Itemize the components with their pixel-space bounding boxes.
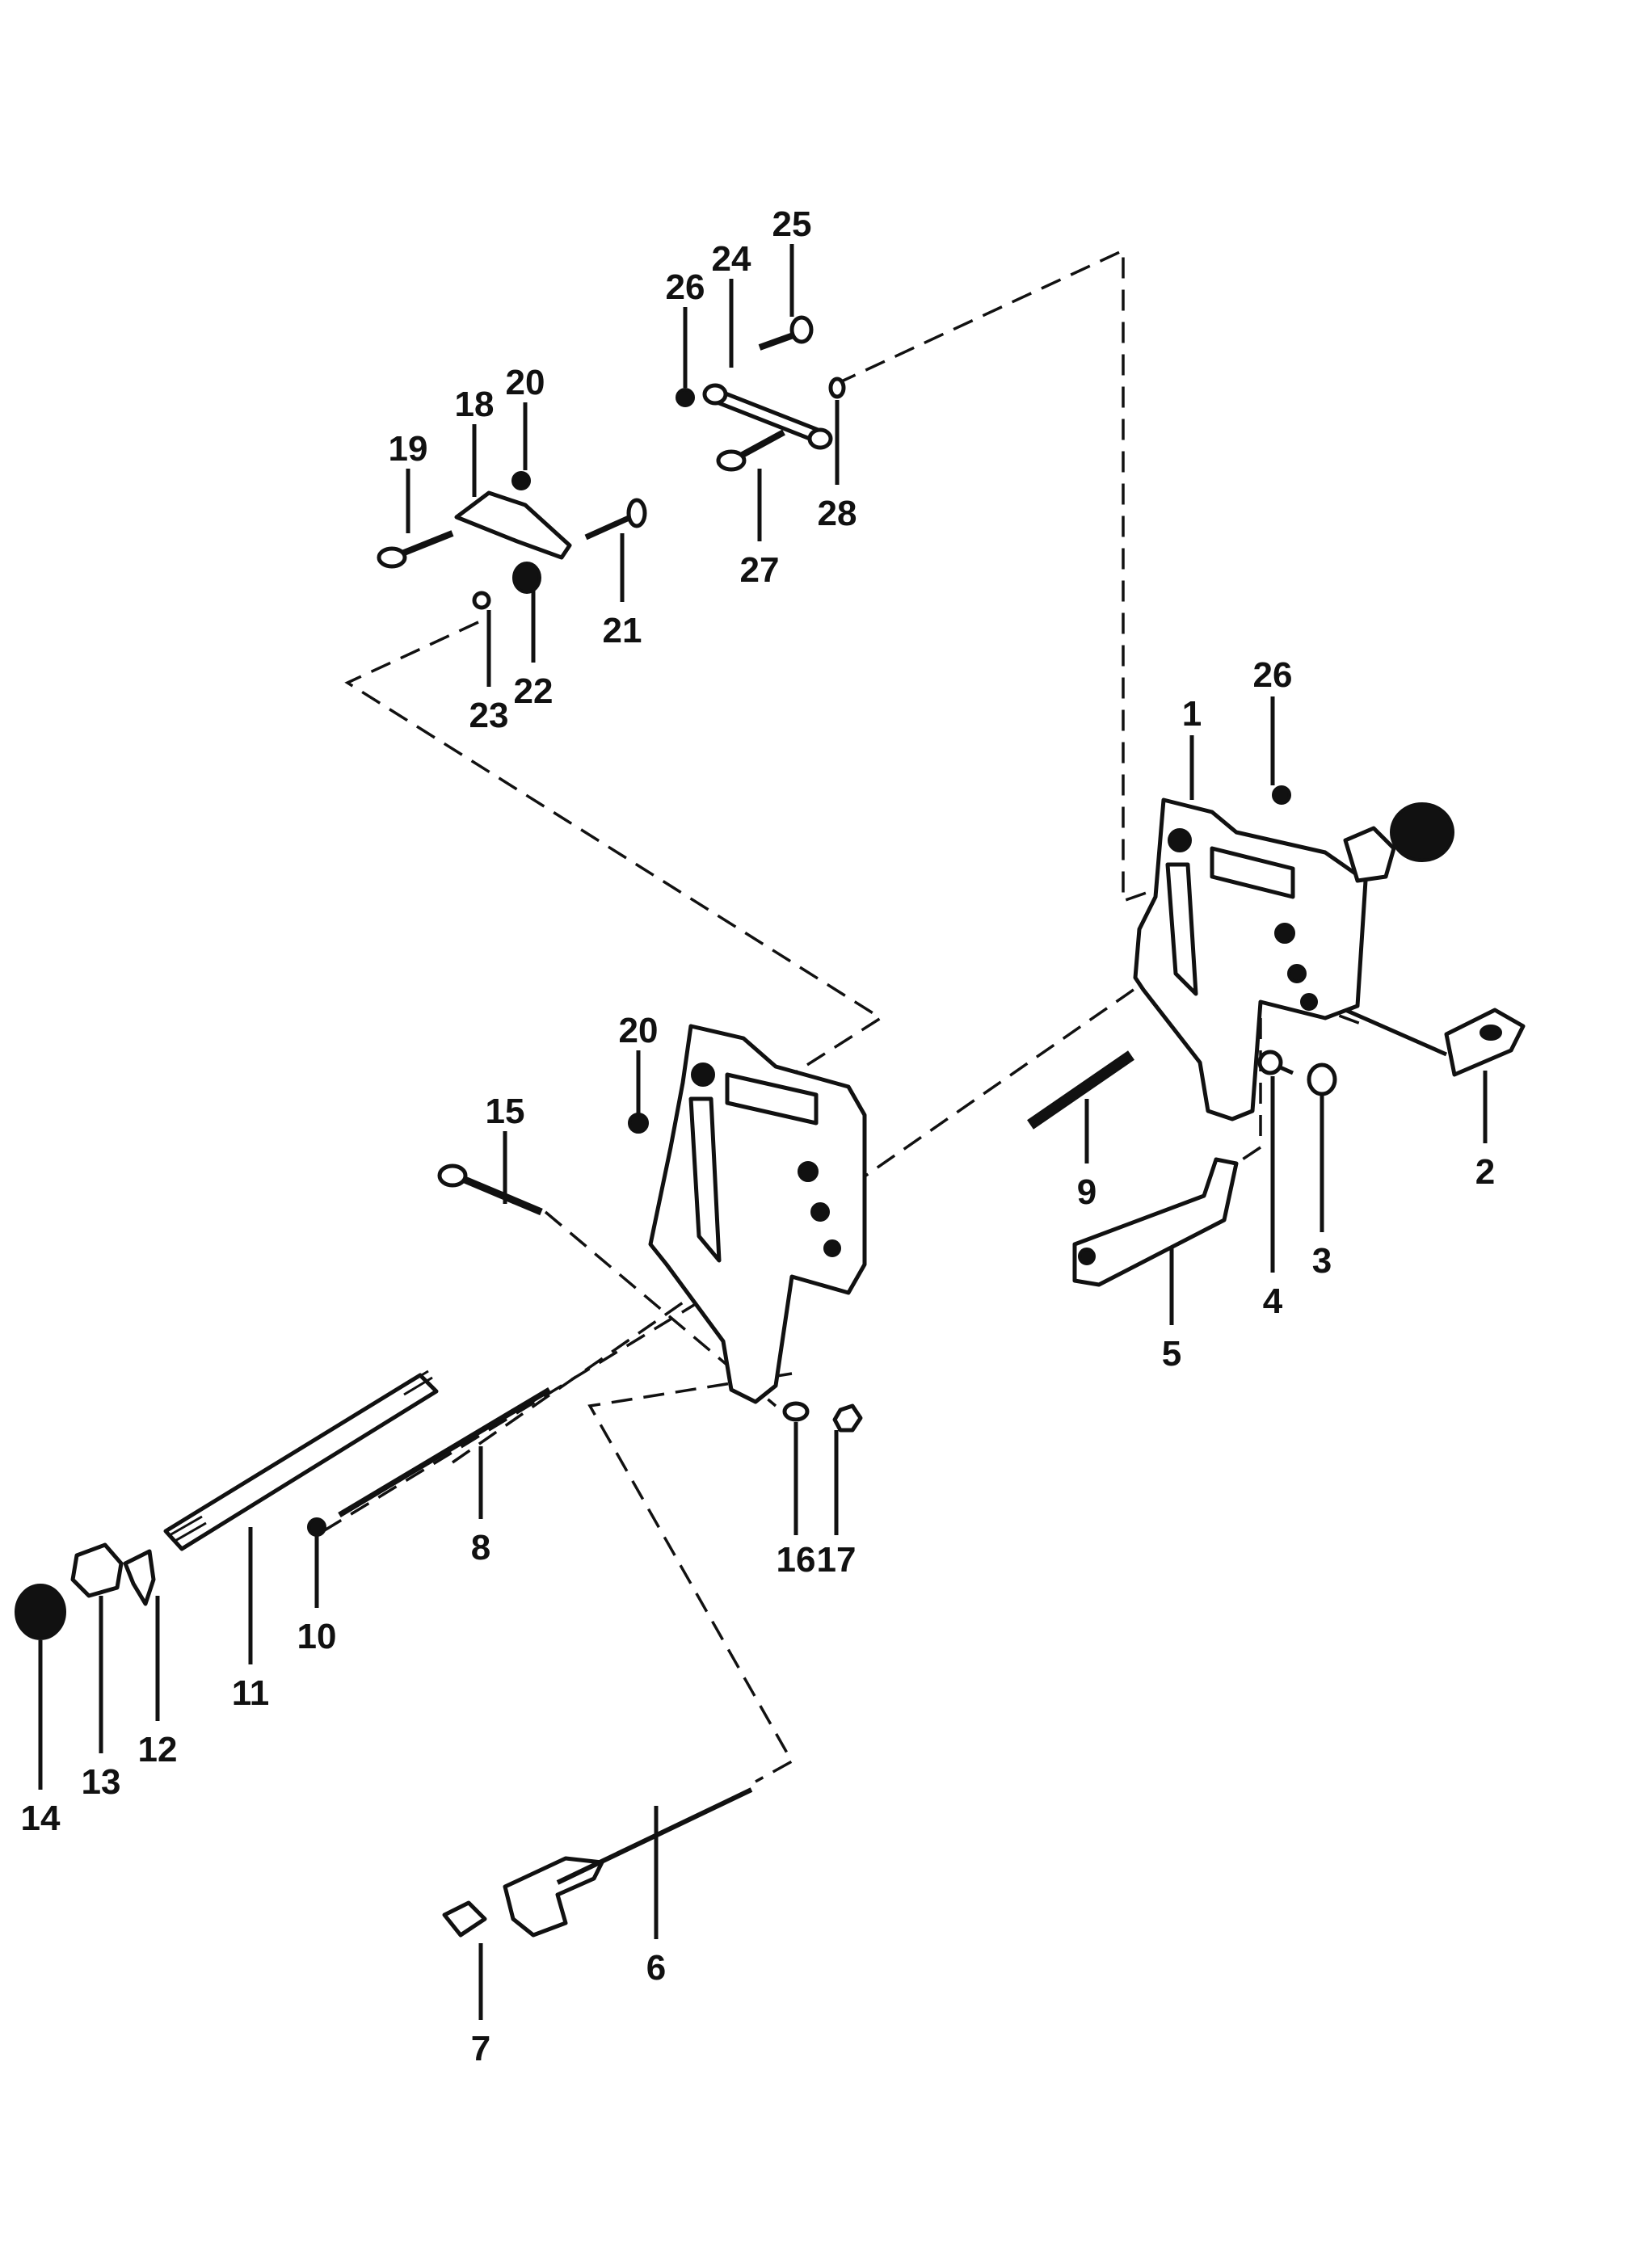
callout-16: 16 bbox=[777, 1540, 816, 1580]
end-hardware bbox=[15, 1542, 156, 1640]
callout-6: 6 bbox=[646, 1948, 666, 1988]
nut-17 bbox=[832, 1403, 863, 1433]
callout-20-upper: 20 bbox=[506, 363, 545, 402]
callout-25: 25 bbox=[772, 204, 812, 244]
washer-28 bbox=[828, 377, 846, 399]
carriage-bolt-25 bbox=[758, 315, 814, 351]
callout-10: 10 bbox=[297, 1617, 337, 1656]
transom-bracket-left bbox=[648, 1024, 867, 1404]
nut-10 bbox=[307, 1517, 326, 1537]
callout-20-lower: 20 bbox=[619, 1011, 659, 1050]
washer-3 bbox=[1307, 1062, 1337, 1096]
nut-26-upper bbox=[676, 388, 695, 407]
tilt-lever bbox=[503, 1787, 753, 1938]
tilt-tube bbox=[163, 1370, 439, 1551]
callout-leaders bbox=[38, 244, 1488, 2020]
callout-26-right: 26 bbox=[1253, 655, 1293, 695]
callout-22: 22 bbox=[514, 671, 554, 711]
callout-2: 2 bbox=[1475, 1152, 1495, 1192]
callout-4: 4 bbox=[1263, 1281, 1283, 1321]
callout-15: 15 bbox=[486, 1092, 525, 1131]
pin-9 bbox=[1027, 1050, 1134, 1130]
lever-clip-7 bbox=[442, 1900, 487, 1938]
callout-27: 27 bbox=[740, 550, 780, 590]
carriage-bolt-15 bbox=[437, 1163, 543, 1216]
bracket-knob bbox=[1343, 802, 1454, 883]
tie-rod-8 bbox=[338, 1386, 551, 1518]
callout-12: 12 bbox=[138, 1730, 178, 1769]
bolt-4 bbox=[1257, 1050, 1294, 1075]
callout-23: 23 bbox=[469, 696, 509, 735]
callout-8: 8 bbox=[471, 1528, 490, 1567]
callout-26-upper: 26 bbox=[666, 267, 705, 307]
callout-18: 18 bbox=[455, 385, 495, 424]
callout-17: 17 bbox=[817, 1540, 857, 1580]
callout-7: 7 bbox=[471, 2029, 490, 2068]
nut-22 bbox=[512, 562, 541, 594]
nut-20-upper bbox=[511, 471, 531, 490]
carriage-bolt-27 bbox=[716, 429, 785, 472]
callout-labels: 1 26 2 3 4 5 9 15 20 16 17 8 10 11 12 13… bbox=[21, 204, 1496, 2068]
callout-3: 3 bbox=[1312, 1241, 1332, 1281]
callout-28: 28 bbox=[818, 494, 857, 533]
carriage-bolt-21 bbox=[584, 498, 647, 541]
callout-1: 1 bbox=[1182, 694, 1202, 734]
callout-24: 24 bbox=[712, 239, 751, 279]
callout-9: 9 bbox=[1077, 1172, 1096, 1212]
washer-16 bbox=[782, 1401, 810, 1422]
callout-11: 11 bbox=[232, 1673, 270, 1713]
callout-14: 14 bbox=[21, 1799, 61, 1838]
washer-23 bbox=[472, 591, 491, 610]
callout-5: 5 bbox=[1162, 1334, 1181, 1374]
callout-21: 21 bbox=[603, 611, 642, 650]
callout-19: 19 bbox=[389, 429, 428, 469]
link-plate-24 bbox=[702, 383, 833, 450]
callout-13: 13 bbox=[82, 1762, 121, 1802]
clamp-screw-handle bbox=[1344, 1008, 1526, 1077]
nut-20-lower bbox=[628, 1113, 649, 1134]
transom-bracket-right bbox=[1133, 797, 1368, 1121]
nut-26-right bbox=[1272, 785, 1291, 805]
link-bracket-18 bbox=[377, 490, 572, 569]
bracket-block bbox=[1072, 1157, 1239, 1287]
